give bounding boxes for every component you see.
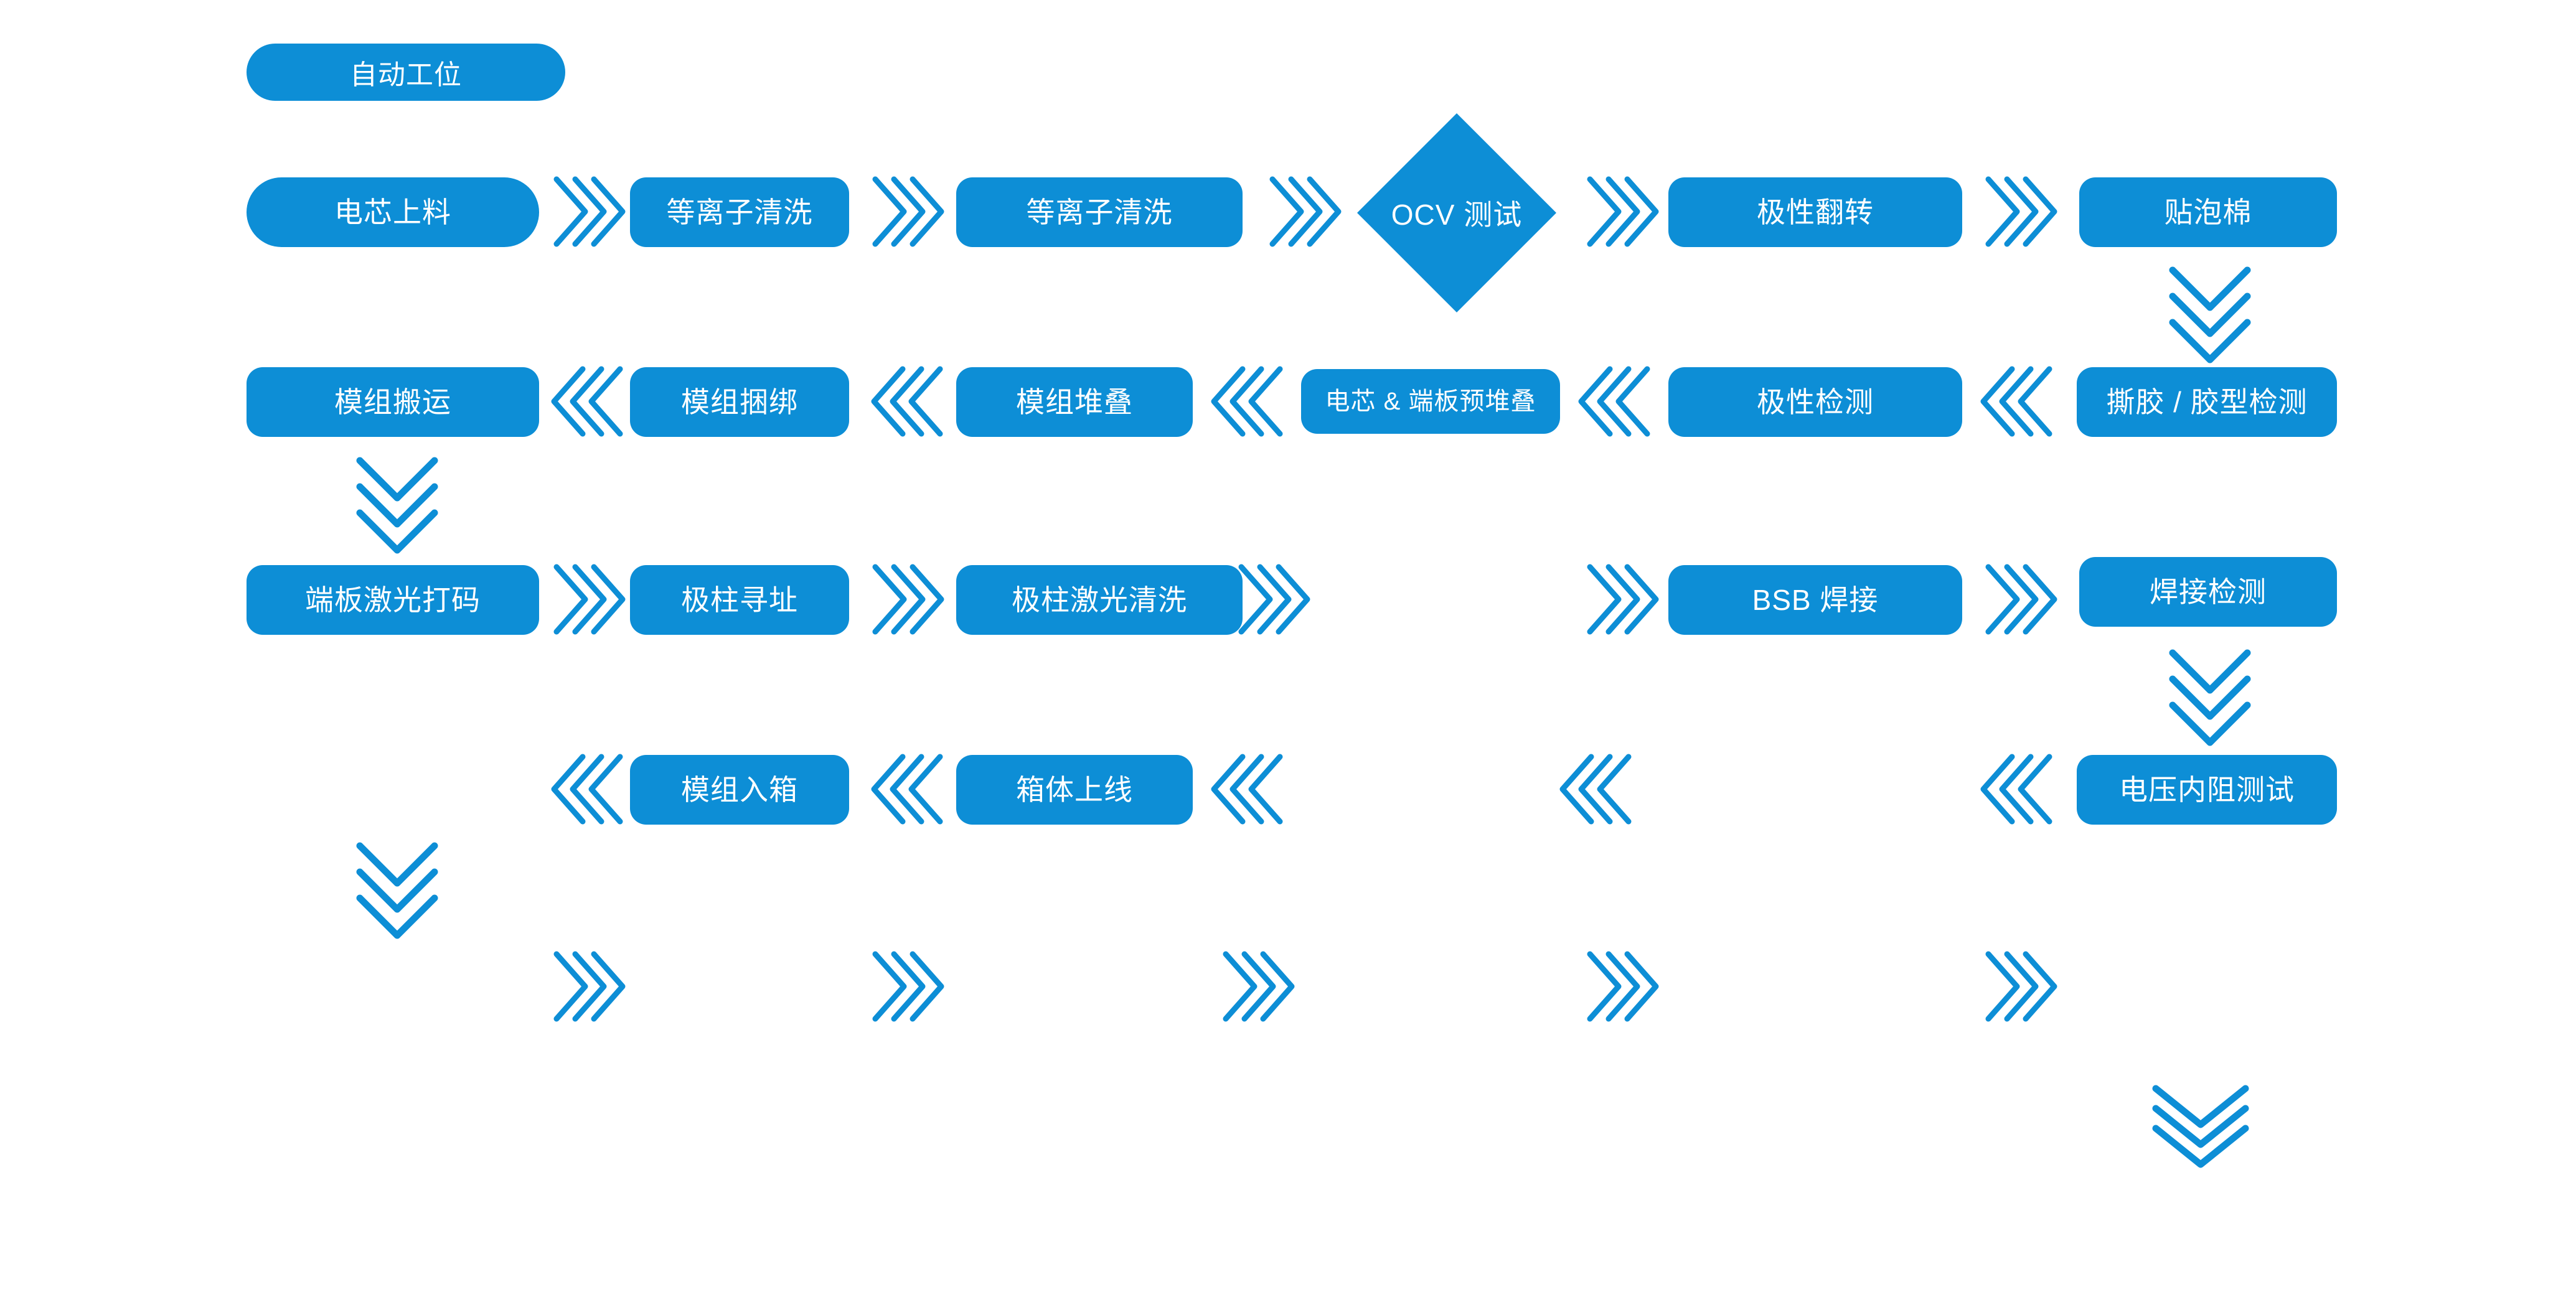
chevron-right-r5c5 bbox=[1980, 949, 2057, 1024]
chevron-left-r2c3 bbox=[1211, 364, 1289, 439]
node-label: 极性翻转 bbox=[1757, 195, 1874, 228]
node-post-laser-cleaning[interactable]: 极柱激光清洗 bbox=[956, 565, 1243, 635]
node-cell-endplate-prestack[interactable]: 电芯 & 端板预堆叠 bbox=[1301, 369, 1560, 434]
chevron-right-r3c5 bbox=[1980, 562, 2057, 637]
node-label: 撕胶 / 胶型检测 bbox=[2106, 385, 2308, 418]
chevron-right-r1c5 bbox=[1980, 174, 2057, 249]
chevron-right-r1c1 bbox=[548, 174, 626, 249]
node-label: 等离子清洗 bbox=[666, 195, 813, 228]
chevron-right-r5c3 bbox=[1217, 949, 1295, 1024]
chevron-left-r4c4 bbox=[1559, 752, 1637, 826]
node-module-stacking[interactable]: 模组堆叠 bbox=[956, 367, 1193, 437]
node-module-transfer[interactable]: 模组搬运 bbox=[247, 367, 539, 437]
node-endplate-laser-marking[interactable]: 端板激光打码 bbox=[247, 565, 539, 635]
node-label: 极柱激光清洗 bbox=[1012, 583, 1187, 616]
node-label: 极柱寻址 bbox=[681, 583, 798, 616]
chevron-down-col1-r3-r4 bbox=[347, 837, 447, 949]
node-label: 模组捆绑 bbox=[681, 385, 798, 418]
node-foam-attach[interactable]: 贴泡棉 bbox=[2079, 177, 2337, 247]
node-label: 模组搬运 bbox=[334, 385, 451, 418]
node-plasma-cleaning-2[interactable]: 等离子清洗 bbox=[956, 177, 1243, 247]
chevron-right-r3c3 bbox=[1233, 562, 1310, 637]
node-label: BSB 焊接 bbox=[1752, 583, 1879, 616]
node-label: 等离子清洗 bbox=[1026, 195, 1173, 228]
node-voltage-resistance-test[interactable]: 电压内阻测试 bbox=[2077, 755, 2337, 825]
chevron-left-r4c2 bbox=[871, 752, 949, 826]
chevron-right-r3c2 bbox=[867, 562, 944, 637]
node-label: 贴泡棉 bbox=[2164, 195, 2252, 228]
chevron-right-r1c2 bbox=[867, 174, 944, 249]
chevron-left-r2c5 bbox=[1980, 364, 2058, 439]
node-label: 极性检测 bbox=[1757, 385, 1874, 418]
node-label: 电压内阻测试 bbox=[2119, 773, 2295, 806]
node-busbar-addressing[interactable]: 极柱寻址 bbox=[630, 565, 849, 635]
node-label: 端板激光打码 bbox=[305, 583, 481, 616]
node-label: 模组入箱 bbox=[681, 773, 798, 806]
chevron-left-r4c5 bbox=[1980, 752, 2058, 826]
chevron-left-r4c3 bbox=[1211, 752, 1289, 826]
chevron-left-r2c1 bbox=[551, 364, 629, 439]
node-module-strapping[interactable]: 模组捆绑 bbox=[630, 367, 849, 437]
chevron-left-r2c4 bbox=[1578, 364, 1656, 439]
chevron-down-col6-r1-r2 bbox=[2160, 261, 2260, 373]
chevron-down-terminal bbox=[2145, 1080, 2257, 1173]
node-label: 电芯上料 bbox=[334, 195, 451, 228]
node-pack-online[interactable]: 箱体上线 bbox=[956, 755, 1193, 825]
node-polarity-inspection[interactable]: 极性检测 bbox=[1668, 367, 1962, 437]
chevron-right-r5c1 bbox=[548, 949, 626, 1024]
node-cell-loading[interactable]: 电芯上料 bbox=[247, 177, 539, 247]
node-bsb-welding[interactable]: BSB 焊接 bbox=[1668, 565, 1962, 635]
legend-label: 自动工位 bbox=[350, 60, 462, 90]
node-module-into-pack[interactable]: 模组入箱 bbox=[630, 755, 849, 825]
chevron-right-r5c2 bbox=[867, 949, 944, 1024]
chevron-left-r4c1 bbox=[551, 752, 629, 826]
node-plasma-cleaning-1[interactable]: 等离子清洗 bbox=[630, 177, 849, 247]
chevron-right-r3c4 bbox=[1581, 562, 1659, 637]
node-weld-inspection[interactable]: 焊接检测 bbox=[2079, 557, 2337, 627]
node-tape-removal-glue-inspection[interactable]: 撕胶 / 胶型检测 bbox=[2077, 367, 2337, 437]
node-label: 箱体上线 bbox=[1016, 773, 1133, 806]
chevron-left-r2c2 bbox=[871, 364, 949, 439]
node-label: 电芯 & 端板预堆叠 bbox=[1325, 388, 1536, 415]
legend-pill-automatic-station: 自动工位 bbox=[247, 44, 565, 101]
chevron-down-col1-r2-r3 bbox=[347, 452, 447, 564]
chevron-right-r1c4 bbox=[1581, 174, 1659, 249]
node-label: OCV 测试 bbox=[1391, 199, 1523, 231]
node-polarity-flip[interactable]: 极性翻转 bbox=[1668, 177, 1962, 247]
chevron-right-r3c1 bbox=[548, 562, 626, 637]
node-label: 模组堆叠 bbox=[1016, 385, 1133, 418]
chevron-right-r1c3 bbox=[1264, 174, 1342, 249]
node-label: 焊接检测 bbox=[2150, 575, 2267, 608]
chevron-right-r5c4 bbox=[1581, 949, 1659, 1024]
node-ocv-test[interactable]: OCV 测试 bbox=[1357, 113, 1556, 312]
chevron-down-col6-r3-r4 bbox=[2160, 644, 2260, 756]
